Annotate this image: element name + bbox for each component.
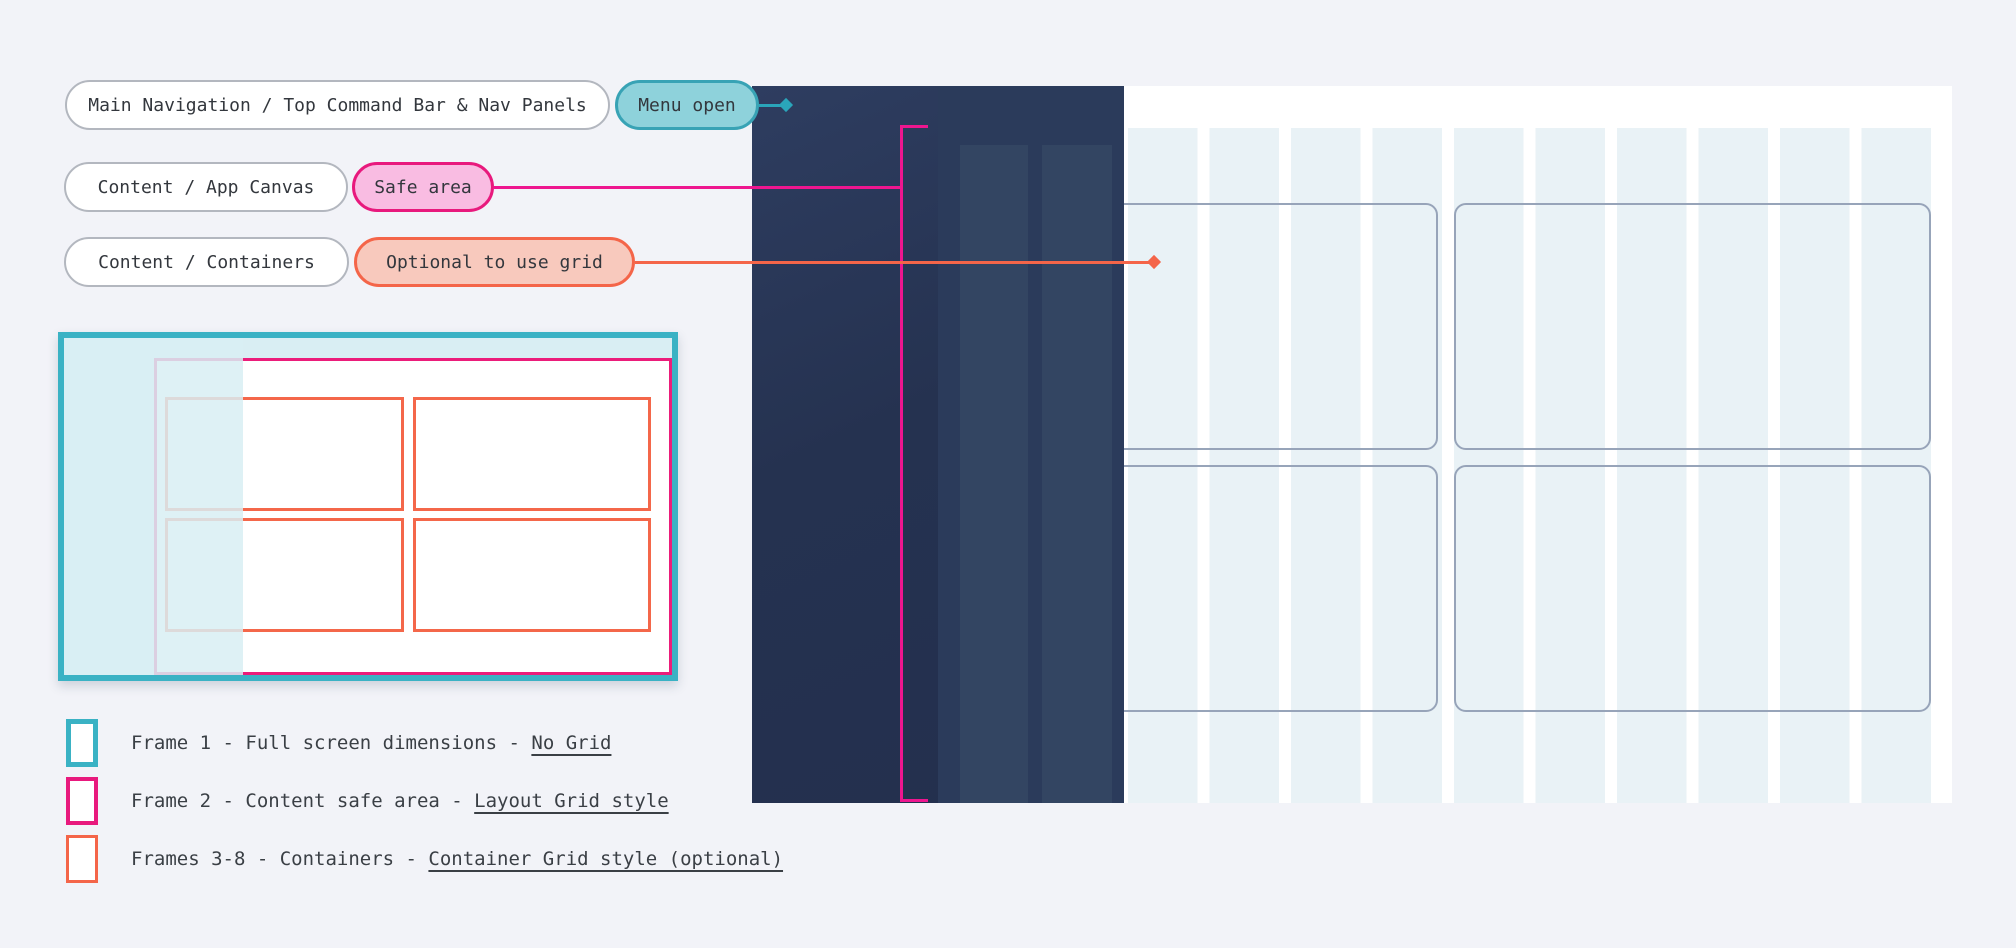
legend-text: Frame 2 - Content safe area - Layout Gri… — [131, 790, 669, 812]
legend-item-frames-3-8: Frames 3-8 - Containers - Container Grid… — [66, 835, 783, 883]
mini-nav-panel-overlay — [64, 338, 243, 675]
container-frame-2 — [1454, 203, 1931, 450]
mini-container — [413, 397, 651, 511]
legend-prefix: Frames 3-8 - Containers - — [131, 848, 429, 870]
annotation-tag-safe-area: Safe area — [352, 162, 494, 212]
menu-open-callout-line — [759, 103, 783, 107]
legend-swatch-orange — [66, 835, 98, 883]
annotation-pill-containers: Content / Containers — [64, 237, 349, 287]
legend-link-container-grid-style[interactable]: Container Grid style (optional) — [428, 848, 784, 870]
safe-area-tick-top — [899, 125, 928, 128]
legend-link-layout-grid-style[interactable]: Layout Grid style — [474, 790, 669, 812]
legend-swatch-magenta — [66, 777, 98, 825]
legend-item-frame-2: Frame 2 - Content safe area - Layout Gri… — [66, 777, 669, 825]
annotation-tag-menu-open: Menu open — [615, 80, 759, 130]
legend-swatch-teal — [66, 719, 98, 767]
legend-text: Frames 3-8 - Containers - Container Grid… — [131, 848, 783, 870]
container-grid-callout-line — [635, 260, 1149, 264]
safe-area-tick-bottom — [899, 799, 928, 802]
safe-area-callout-line — [494, 185, 901, 189]
legend-prefix: Frame 2 - Content safe area - — [131, 790, 475, 812]
mini-container — [413, 518, 651, 632]
legend-link-no-grid[interactable]: No Grid — [531, 732, 612, 754]
legend-text: Frame 1 - Full screen dimensions - No Gr… — [131, 732, 611, 754]
legend-prefix: Frame 1 - Full screen dimensions - — [131, 732, 532, 754]
annotation-tag-optional-grid: Optional to use grid — [354, 237, 635, 287]
nav-panel-column-stripe — [960, 145, 1028, 803]
legend-item-frame-1: Frame 1 - Full screen dimensions - No Gr… — [66, 719, 611, 767]
annotation-pill-app-canvas: Content / App Canvas — [64, 162, 348, 212]
nav-panel-column-stripe — [1042, 145, 1112, 803]
annotation-pill-main-navigation: Main Navigation / Top Command Bar & Nav … — [65, 80, 610, 130]
safe-area-boundary-line — [899, 125, 903, 802]
mini-diagram-frame-fullscreen — [58, 332, 678, 681]
nav-menu-panel — [752, 86, 1124, 803]
container-frame-4 — [1454, 465, 1931, 712]
